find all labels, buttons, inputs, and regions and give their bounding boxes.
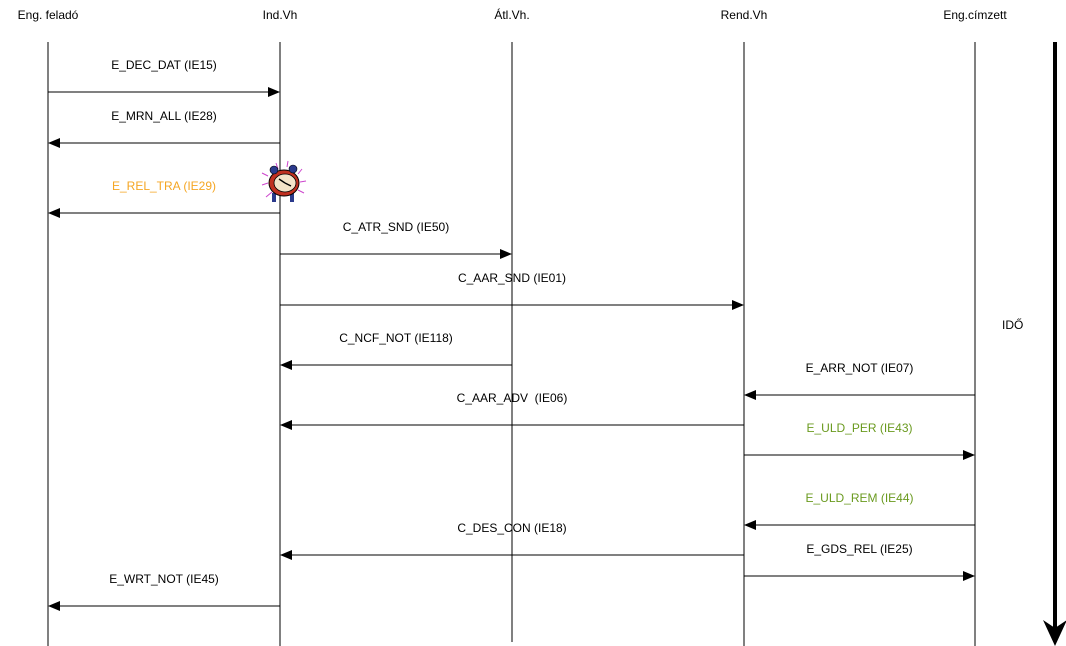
message-arrowhead [268,87,280,97]
message-10: C_DES_CON (IE18) [280,521,744,560]
message-arrowhead [500,249,512,259]
message-label: E_REL_TRA (IE29) [112,179,216,193]
message-arrowhead [280,420,292,430]
message-0: E_DEC_DAT (IE15) [48,58,280,97]
message-arrowhead [48,601,60,611]
message-arrowhead [280,360,292,370]
message-label: E_GDS_REL (IE25) [806,542,912,556]
participant-p3: Rend.Vh [721,8,768,22]
messages: E_DEC_DAT (IE15) E_MRN_ALL (IE28) E_REL_TR… [48,58,975,611]
message-5: C_NCF_NOT (IE118) [280,331,512,370]
message-label: C_DES_CON (IE18) [457,521,566,535]
message-arrowhead [744,390,756,400]
participant-p1: Ind.Vh [263,8,298,22]
message-label: E_MRN_ALL (IE28) [111,109,217,123]
message-arrowhead [48,208,60,218]
message-8: E_ULD_PER (IE43) [744,421,975,460]
message-3: C_ATR_SND (IE50) [280,220,512,259]
message-arrowhead [963,450,975,460]
message-label: E_ULD_PER (IE43) [806,421,912,435]
message-7: C_AAR_ADV (IE06) [280,391,744,430]
time-axis-arrowhead [1043,620,1066,646]
message-label: E_WRT_NOT (IE45) [109,572,219,586]
message-label: E_ULD_REM (IE44) [805,491,913,505]
participants: Eng. feladó Ind.Vh Átl.Vh. Rend.Vh Eng.címze… [18,7,1008,22]
message-arrowhead [280,550,292,560]
message-4: C_AAR_SND (IE01) [280,271,744,310]
message-1: E_MRN_ALL (IE28) [48,109,280,148]
message-label: C_ATR_SND (IE50) [343,220,449,234]
participant-p0: Eng. feladó [18,8,79,22]
message-arrowhead [732,300,744,310]
message-11: E_GDS_REL (IE25) [744,542,975,581]
message-arrowhead [963,571,975,581]
message-12: E_WRT_NOT (IE45) [48,572,280,611]
message-label: C_AAR_SND (IE01) [458,271,566,285]
time-axis: IDŐ [1002,42,1066,646]
message-label: C_NCF_NOT (IE118) [339,331,453,345]
message-6: E_ARR_NOT (IE07) [744,361,975,400]
message-arrowhead [744,520,756,530]
message-9: E_ULD_REM (IE44) [744,491,975,530]
message-arrowhead [48,138,60,148]
message-label: C_AAR_ADV (IE06) [457,391,568,405]
message-2: E_REL_TRA (IE29) [48,179,280,218]
participant-p4: Eng.címzett [943,8,1007,22]
participant-p2: Átl.Vh. [494,7,529,22]
message-label: E_ARR_NOT (IE07) [806,361,914,375]
alarm-clock-icon [261,160,307,202]
message-label: E_DEC_DAT (IE15) [111,58,217,72]
time-axis-label: IDŐ [1002,317,1023,332]
